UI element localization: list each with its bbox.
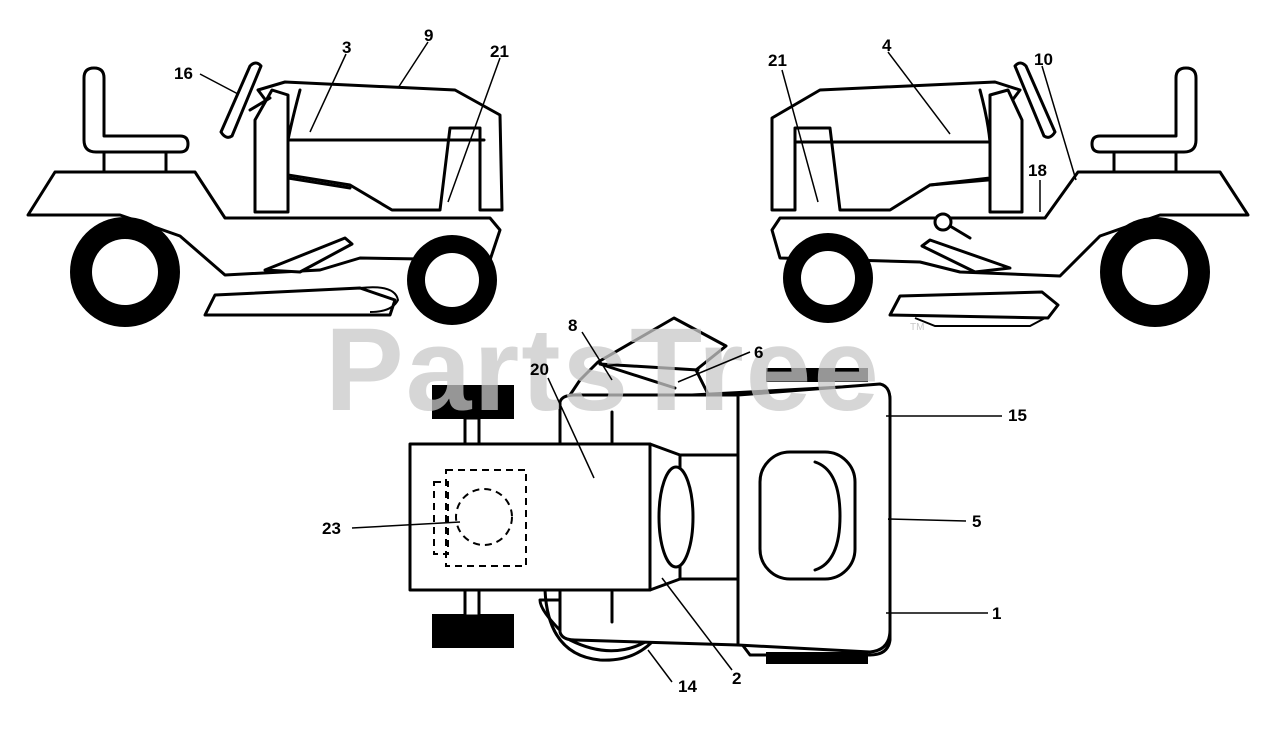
top-rear-tire-top <box>432 385 514 419</box>
top-rear-tire-bottom <box>432 614 514 648</box>
left-hood <box>256 80 504 212</box>
watermark-text: PartsTree <box>325 304 881 436</box>
top-decal-area <box>445 469 527 567</box>
callout-3: 3 <box>342 38 351 57</box>
watermark-trademark: TM <box>910 322 924 333</box>
callout-14: 14 <box>678 677 697 696</box>
right-seat-base <box>1112 150 1178 174</box>
callout-10: 10 <box>1034 50 1053 69</box>
left-foot-pedal <box>263 236 354 274</box>
right-body <box>770 170 1250 278</box>
callout-23: 23 <box>322 519 341 538</box>
callout-8: 8 <box>568 316 577 335</box>
right-lever-knob <box>933 212 953 232</box>
callout-9: 9 <box>424 26 433 45</box>
callout-1: 1 <box>992 604 1001 623</box>
callout-2: 2 <box>732 669 741 688</box>
callout-6: 6 <box>754 343 763 362</box>
top-front-tire-bottom <box>766 652 868 664</box>
right-dash <box>988 88 1024 214</box>
callout-21-left: 21 <box>490 42 509 61</box>
right-hood <box>770 80 1022 212</box>
callout-18: 18 <box>1028 161 1047 180</box>
callout-21-right: 21 <box>768 51 787 70</box>
left-side-view-mower <box>26 61 504 327</box>
callout-20: 20 <box>530 360 549 379</box>
callout-labels: 16 3 9 21 21 4 10 18 8 6 20 15 5 1 2 14 … <box>174 26 1053 696</box>
callout-16: 16 <box>174 64 193 83</box>
left-seat <box>82 66 190 154</box>
left-dash <box>253 88 290 214</box>
left-seat-base <box>102 150 168 174</box>
left-mower-deck <box>203 286 397 317</box>
top-hood-vent <box>758 450 857 581</box>
callout-4: 4 <box>882 36 892 55</box>
top-view-mower <box>408 316 892 664</box>
right-steering-wheel <box>1013 61 1057 139</box>
callout-15: 15 <box>1008 406 1027 425</box>
top-front-tire-top <box>766 368 868 382</box>
left-steering-wheel <box>219 61 263 139</box>
leader-lines <box>199 41 1077 683</box>
right-mower-deck <box>888 290 1060 320</box>
callout-5: 5 <box>972 512 981 531</box>
right-seat <box>1090 66 1198 154</box>
right-side-view-mower <box>770 61 1250 327</box>
right-foot-pedal <box>920 238 1012 274</box>
